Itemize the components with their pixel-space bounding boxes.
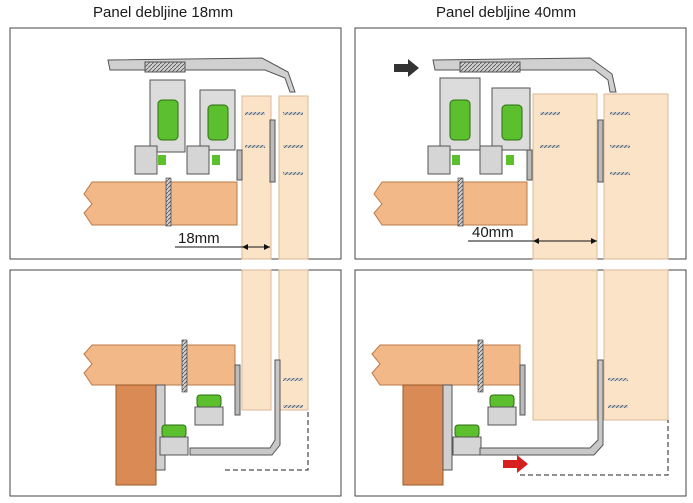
push-arrow-icon [394, 59, 419, 77]
push-arrow-red-icon [503, 455, 528, 473]
panel-bottom-left [9, 269, 342, 497]
panel-top-left: 18mm [9, 27, 342, 260]
panel-bottom-right [354, 269, 687, 497]
panel-top-right: 40mm [354, 27, 687, 260]
dimension-18mm: 18mm [178, 230, 220, 247]
dimension-40mm: 40mm [472, 224, 514, 241]
title-40mm: Panel debljine 40mm [436, 4, 577, 21]
title-18mm: Panel debljine 18mm [93, 4, 234, 21]
